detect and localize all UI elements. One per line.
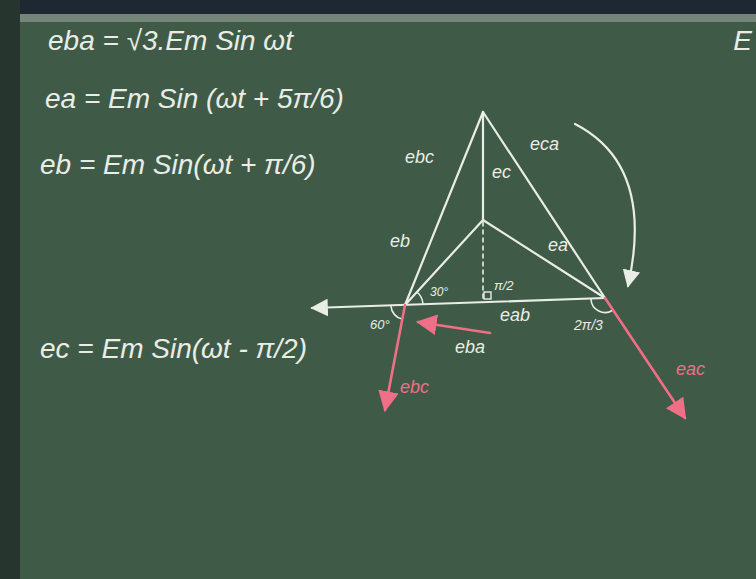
phasor-label: eca bbox=[530, 135, 559, 155]
angle-label: 2π/3 bbox=[574, 318, 603, 333]
phasor-label: ec bbox=[492, 163, 511, 183]
angle-arc bbox=[417, 292, 423, 304]
angle-label: 30° bbox=[430, 286, 448, 299]
triangle-side bbox=[405, 112, 483, 305]
angle-label: π/2 bbox=[494, 279, 514, 293]
board-frame bbox=[0, 0, 20, 579]
phasor-arrow bbox=[605, 298, 685, 418]
phasor-label: ebc bbox=[405, 148, 434, 168]
phasor-label: eac bbox=[676, 360, 705, 380]
phasor-arrow bbox=[312, 298, 605, 308]
phasor-line bbox=[483, 220, 605, 298]
angle-arc bbox=[391, 306, 402, 319]
board-letter: E bbox=[733, 26, 752, 57]
phasor-arrow bbox=[418, 322, 490, 333]
right-angle-mark bbox=[484, 292, 491, 299]
phasor-label: eba bbox=[455, 338, 485, 358]
equation-text: ec = Em Sin(ωt - π/2) bbox=[40, 334, 307, 365]
equation-text: eba = √3.Em Sin ωt bbox=[48, 26, 293, 57]
board-frame bbox=[0, 0, 756, 14]
phasor-line bbox=[405, 220, 483, 305]
perpendicular-line bbox=[482, 222, 484, 301]
phasor-line bbox=[482, 112, 484, 220]
equation-text: ea = Em Sin (ωt + 5π/6) bbox=[45, 84, 344, 115]
equation-text: eb = Em Sin(ωt + π/6) bbox=[40, 150, 316, 181]
phasor-label: ebc bbox=[400, 378, 429, 398]
phasor-label: eab bbox=[500, 306, 530, 326]
rotation-arrow bbox=[575, 124, 635, 286]
triangle-side bbox=[483, 112, 605, 298]
board-rail bbox=[20, 14, 756, 22]
phasor-label: eb bbox=[390, 232, 410, 252]
angle-label: 60° bbox=[370, 318, 390, 332]
phasor-label: ea bbox=[548, 236, 568, 256]
